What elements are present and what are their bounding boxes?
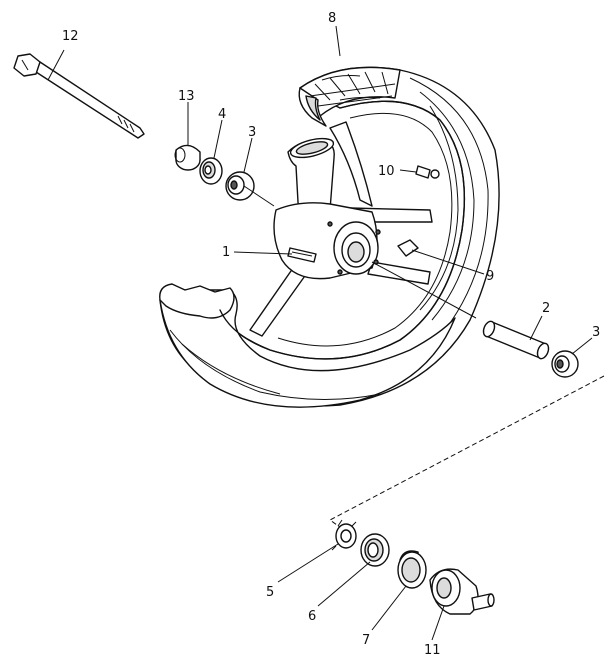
part-hub xyxy=(273,137,381,280)
part-rim xyxy=(219,100,466,360)
callout-6: 6 xyxy=(308,609,316,624)
part-bearing-left xyxy=(225,171,255,201)
part-tire-lower xyxy=(159,283,456,408)
assembly-line xyxy=(329,375,605,531)
callout-3-right: 3 xyxy=(592,325,600,340)
callout-7: 7 xyxy=(362,633,370,648)
part-retainer xyxy=(331,519,357,551)
leader-lines xyxy=(47,25,593,641)
callout-3-left: 3 xyxy=(248,125,256,140)
callout-10: 10 xyxy=(378,164,395,179)
part-pin xyxy=(397,239,419,257)
part-tire xyxy=(159,66,500,407)
callout-8: 8 xyxy=(328,11,336,26)
callout-11: 11 xyxy=(424,643,441,658)
part-spacer xyxy=(482,320,550,360)
part-axle xyxy=(13,53,145,139)
callout-5: 5 xyxy=(266,585,274,600)
part-oil-seal-lower xyxy=(360,533,390,567)
callout-2: 2 xyxy=(542,301,550,316)
part-bearing-lower xyxy=(397,550,427,589)
part-bearing-right xyxy=(551,350,579,378)
part-oil-seal xyxy=(199,157,223,185)
callout-1: 1 xyxy=(222,245,230,260)
callout-9: 9 xyxy=(486,269,494,284)
part-collar xyxy=(174,144,201,171)
callout-12: 12 xyxy=(62,29,79,44)
callout-13: 13 xyxy=(178,89,195,104)
callout-labels: 12 13 4 3 8 10 1 9 2 3 5 6 7 11 xyxy=(62,11,600,658)
part-gear-unit xyxy=(429,568,495,615)
callout-4: 4 xyxy=(218,107,226,122)
